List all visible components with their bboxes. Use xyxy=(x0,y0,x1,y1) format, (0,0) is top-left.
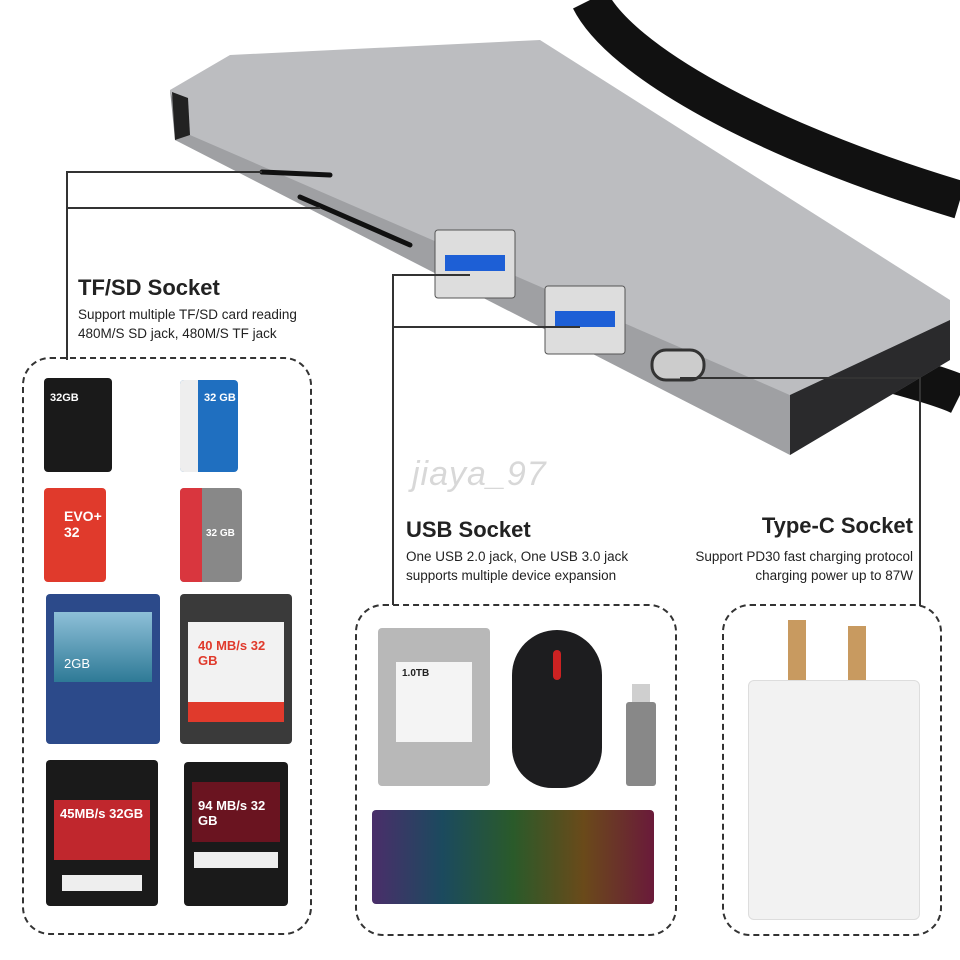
tf-slot xyxy=(259,169,333,178)
keyboard-image xyxy=(372,810,654,904)
type-c-port xyxy=(650,348,706,382)
usb-port-1 xyxy=(434,229,516,299)
tf-sd-cards-box xyxy=(22,357,312,935)
sd-card: 40 MB/s 32 GB xyxy=(180,594,292,744)
microsd-card: EVO+ 32 xyxy=(44,488,106,582)
tf-leader-line xyxy=(66,171,262,360)
tf-sd-description: Support multiple TF/SD card reading 480M… xyxy=(78,307,297,341)
usb-leader-line xyxy=(392,274,470,605)
charger-image xyxy=(748,620,920,920)
typec-leader-line xyxy=(680,377,921,606)
typec-title: Type-C Socket xyxy=(761,513,913,538)
cable xyxy=(573,0,960,219)
hub-top-face xyxy=(170,40,950,395)
typec-charger-box xyxy=(722,604,942,936)
usb-flash-drive-image xyxy=(626,684,656,786)
typec-description: Support PD30 fast charging protocol char… xyxy=(695,549,913,583)
usb-title: USB Socket xyxy=(406,517,531,542)
mouse-image xyxy=(512,630,602,788)
watermark: jiaya_97 xyxy=(412,455,547,493)
sd-card: 2GB xyxy=(46,594,160,744)
microsd-card: 32GB xyxy=(44,378,112,472)
usb-port-2 xyxy=(544,285,626,355)
usb-devices-box xyxy=(355,604,677,936)
sd-card: 94 MB/s 32 GB xyxy=(184,762,288,906)
usb-description: One USB 2.0 jack, One USB 3.0 jack suppo… xyxy=(406,549,629,583)
microsd-card: 32 GB xyxy=(180,380,238,472)
hard-drive-image: 1.0TB xyxy=(378,628,490,786)
sd-slot xyxy=(297,194,413,248)
microsd-card: 32 GB xyxy=(180,488,242,582)
sd-card: 45MB/s 32GB xyxy=(46,760,158,906)
tf-sd-title: TF/SD Socket xyxy=(78,275,220,300)
